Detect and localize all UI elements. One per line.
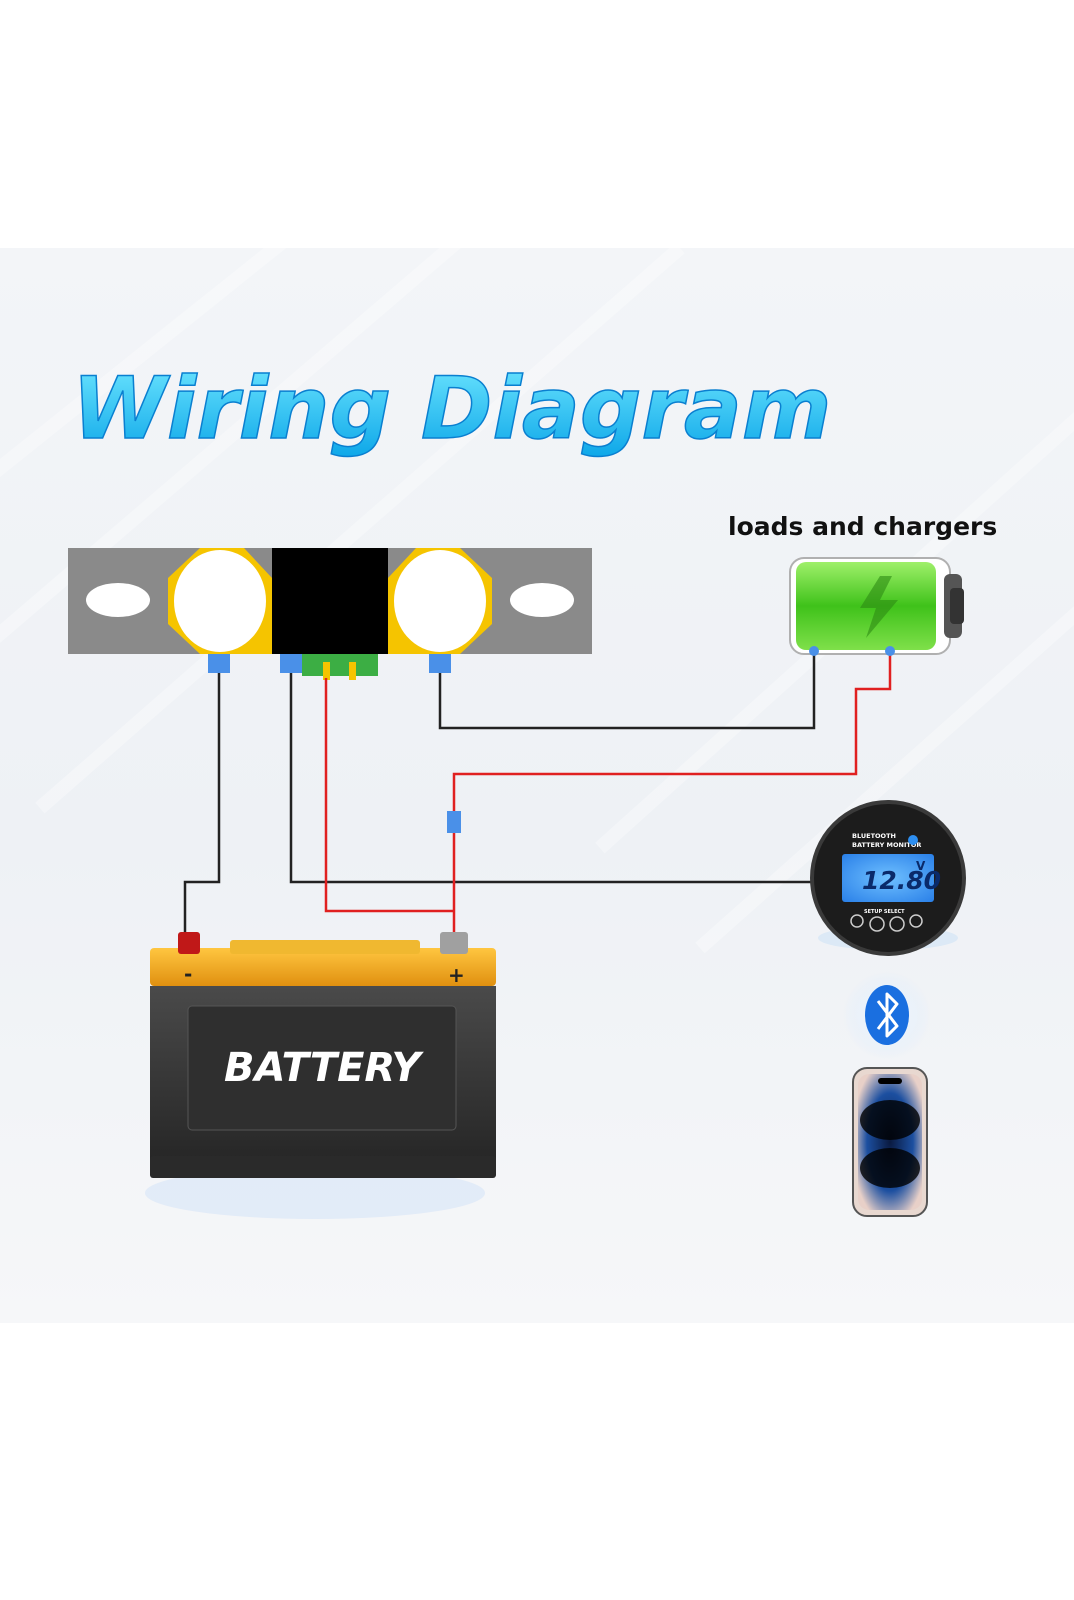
diagram-title: Wiring Diagram	[72, 359, 831, 459]
battery-pos-terminal	[440, 932, 468, 954]
battery-label: BATTERY	[224, 1045, 425, 1091]
connector-shunt-right	[429, 654, 451, 673]
monitor-header-line2: BATTERY MONITOR	[852, 841, 921, 849]
bluetooth-icon	[843, 971, 931, 1059]
battery-neg-symbol: -	[184, 962, 192, 986]
wires-black	[183, 652, 820, 936]
shunt-terminal-board	[302, 654, 378, 676]
monitor-bluetooth-icon	[908, 835, 918, 845]
battery-monitor: BLUETOOTH BATTERY MONITOR 12.80 V SETUP …	[810, 800, 966, 956]
shunt	[68, 548, 592, 680]
monitor-unit: V	[916, 859, 926, 873]
battery: - + BATTERY	[145, 932, 496, 1219]
monitor-plus-button[interactable]	[909, 914, 923, 928]
monitor-button-label: SETUP SELECT	[864, 909, 905, 915]
monitor-minus-button[interactable]	[850, 914, 864, 928]
monitor-setup-button[interactable]	[869, 916, 885, 932]
connector-shunt-left	[208, 654, 230, 673]
connector-shunt-sense	[280, 654, 302, 673]
shunt-bolt-right	[394, 550, 486, 652]
smartphone-icon	[852, 1067, 928, 1217]
monitor-header-line1: BLUETOOTH	[852, 832, 896, 840]
charger-terminal-neg	[809, 646, 819, 656]
battery-neg-terminal	[178, 932, 200, 954]
shunt-mount-hole-right	[510, 583, 574, 617]
lightning-icon	[860, 576, 898, 638]
monitor-lcd	[842, 854, 934, 902]
inline-fuse	[447, 811, 461, 833]
wiring-diagram: Wiring Diagram loads and chargers	[0, 248, 1074, 1219]
loads-label: loads and chargers	[728, 512, 997, 541]
charger-terminal-pos	[885, 646, 895, 656]
shunt-mount-hole-left	[86, 583, 150, 617]
wires-red	[324, 652, 892, 938]
shunt-resistor-block	[272, 548, 388, 654]
shunt-bolt-left	[174, 550, 266, 652]
diagram-panel: Wiring Diagram loads and chargers	[0, 248, 1074, 1323]
monitor-select-button[interactable]	[889, 916, 905, 932]
battery-pos-symbol: +	[448, 963, 465, 987]
monitor-reading: 12.80	[862, 866, 941, 895]
battery-charge-icon	[789, 557, 964, 656]
